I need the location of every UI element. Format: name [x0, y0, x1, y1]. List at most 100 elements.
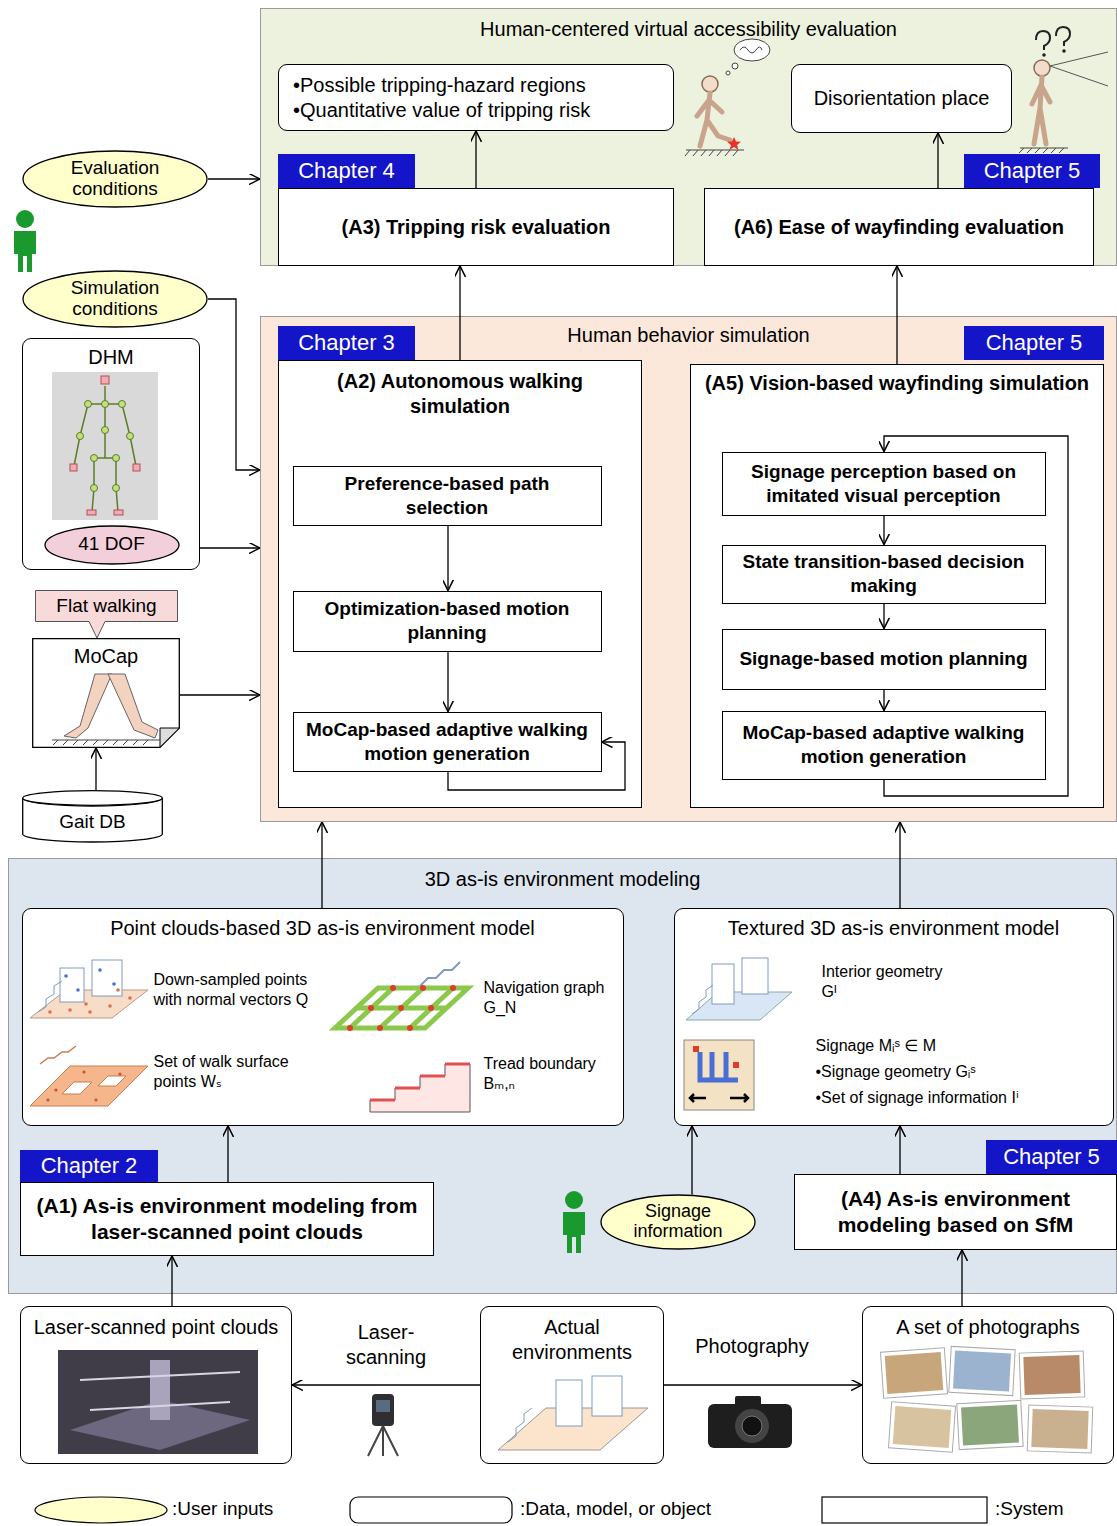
- human-model-figure: [102, 427, 109, 434]
- box-label: Human behavior simulation: [567, 323, 809, 348]
- walking-legs: [52, 674, 160, 745]
- human-model-figure: [70, 464, 77, 471]
- ellipse-outline: [23, 151, 207, 207]
- process-box: State transition-based decision making: [722, 545, 1046, 604]
- person-icon: [14, 231, 36, 272]
- box-label: Signage information: [613, 1202, 743, 1242]
- human-model-figure: [91, 455, 98, 462]
- navigation-graph-icon: [368, 1005, 374, 1011]
- environment-icon: [498, 1376, 648, 1450]
- point-cloud-icon: [112, 982, 116, 986]
- box-label: Flat walking: [56, 594, 156, 618]
- environment-icon: [592, 1376, 622, 1416]
- walk-surface-icon: [46, 1070, 121, 1101]
- laser-scanner-icon: [372, 1394, 394, 1426]
- walking-legs: [64, 674, 112, 738]
- interior-geometry-icon: [712, 964, 734, 1004]
- connector-arrow: [475, 131, 476, 188]
- evaluation-band: Human-centered virtual accessibility eva…: [260, 8, 1117, 266]
- legend-swatch: [35, 1497, 987, 1523]
- connector-arrow: [899, 1126, 900, 1174]
- camera-icon: [708, 1396, 792, 1448]
- connector-arrow: [883, 516, 884, 545]
- box-label: 3D as-is environment modeling: [425, 867, 701, 892]
- edge-label-slot: Photography: [690, 1334, 814, 1359]
- photo-stack: [1027, 1405, 1093, 1453]
- model-box: Textured 3D as-is environment modelInter…: [674, 908, 1114, 1126]
- navigation-graph-icon: [335, 988, 468, 1028]
- box-label: Actual environments: [491, 1315, 653, 1365]
- walk-surface-icon: [118, 1072, 121, 1075]
- text-slot: Set of walk surface points Wₛ: [154, 1052, 319, 1092]
- walk-surface-icon: [94, 1098, 97, 1101]
- legend-entry: :System: [995, 1497, 1064, 1521]
- photo-stack: [888, 1402, 955, 1452]
- person-icon: [14, 210, 36, 272]
- photo-stack: [893, 1406, 952, 1448]
- point-cloud-photo: [58, 1350, 258, 1454]
- photo-stack: [1023, 1355, 1080, 1395]
- human-model-figure: [133, 464, 140, 471]
- box-label: Chapter 2: [41, 1152, 138, 1180]
- disoriented-figure: [1062, 49, 1066, 53]
- navigation-graph-icon: [335, 962, 468, 1031]
- connector-arrow: [180, 694, 260, 695]
- person-icon: [16, 210, 34, 228]
- connector-arrow: [664, 1384, 862, 1385]
- model-box: Point clouds-based 3D as-is environment …: [22, 908, 624, 1126]
- environment-icon: [556, 1380, 582, 1426]
- box-label: A set of photographs: [896, 1315, 1079, 1340]
- modeling-band: 3D as-is environment modelingPoint cloud…: [8, 858, 1117, 1294]
- disoriented-figure: [1036, 31, 1050, 50]
- box-label: Disorientation place: [814, 86, 990, 111]
- dof-ellipse: 41 DOF: [44, 525, 180, 565]
- person-icon: [563, 1191, 585, 1253]
- box-label: Optimization-based motion planning: [304, 597, 591, 645]
- point-cloud-icon: [30, 990, 148, 1018]
- legend-swatch: [822, 1497, 987, 1523]
- disoriented-figure: [1050, 52, 1108, 86]
- navigation-graph-icon: [377, 1025, 383, 1031]
- point-cloud-icon: [108, 1004, 112, 1008]
- camera-icon: [708, 1404, 792, 1448]
- walk-surface-icon: [54, 1088, 57, 1091]
- photo-stack: [957, 1400, 1023, 1449]
- document-shape: MoCap: [32, 638, 180, 748]
- system-box: (A3) Tripping risk evaluation: [278, 188, 674, 266]
- point-cloud-icon: [48, 988, 132, 1014]
- system-box: (A2) Autonomous walking simulationPrefer…: [278, 360, 642, 808]
- connector-arrow: [200, 547, 260, 548]
- point-cloud-photo: [58, 1350, 258, 1454]
- legend-entry: :User inputs: [172, 1497, 273, 1521]
- point-cloud-icon: [68, 1008, 72, 1012]
- box-label: •Possible tripping-hazard regions: [293, 73, 586, 98]
- box-label: Signage-based motion planning: [739, 647, 1027, 671]
- legend-entry: :Data, model, or object: [520, 1497, 711, 1521]
- point-cloud-photo: [150, 1360, 170, 1420]
- tripping-figure: [685, 39, 770, 156]
- signage-icon: [693, 1046, 699, 1052]
- photo-stack: [1019, 1351, 1085, 1399]
- system-box: (A4) As-is environment modeling based on…: [794, 1174, 1117, 1250]
- disoriented-figure: [1034, 60, 1050, 76]
- point-cloud-icon: [88, 1010, 92, 1014]
- simulation-band: Human behavior simulationChapter 3Chapte…: [260, 316, 1117, 822]
- point-cloud-icon: [98, 968, 102, 972]
- process-box: Preference-based path selection: [293, 466, 602, 526]
- tread-boundary-icon: [370, 1064, 470, 1112]
- connector-arrow: [227, 1126, 228, 1182]
- text-slot: Navigation graph G_N: [484, 978, 614, 1018]
- camera-icon: [742, 1416, 762, 1436]
- callout-outline: [36, 591, 178, 639]
- data-box: Laser-scanned point clouds: [20, 1306, 292, 1464]
- disoriented-figure: [1042, 53, 1046, 57]
- navigation-graph-icon: [407, 1025, 413, 1031]
- walk-surface-icon: [40, 1046, 76, 1064]
- human-model-figure: [113, 455, 120, 462]
- text-slot: Point clouds-based 3D as-is environment …: [22, 916, 624, 941]
- human-model-figure: [74, 386, 136, 512]
- photo-stack: [1027, 1405, 1093, 1453]
- box-label: Chapter 4: [298, 157, 395, 185]
- data-box: A set of photographs: [862, 1306, 1114, 1464]
- user-input-ellipse: Signage information: [600, 1194, 756, 1250]
